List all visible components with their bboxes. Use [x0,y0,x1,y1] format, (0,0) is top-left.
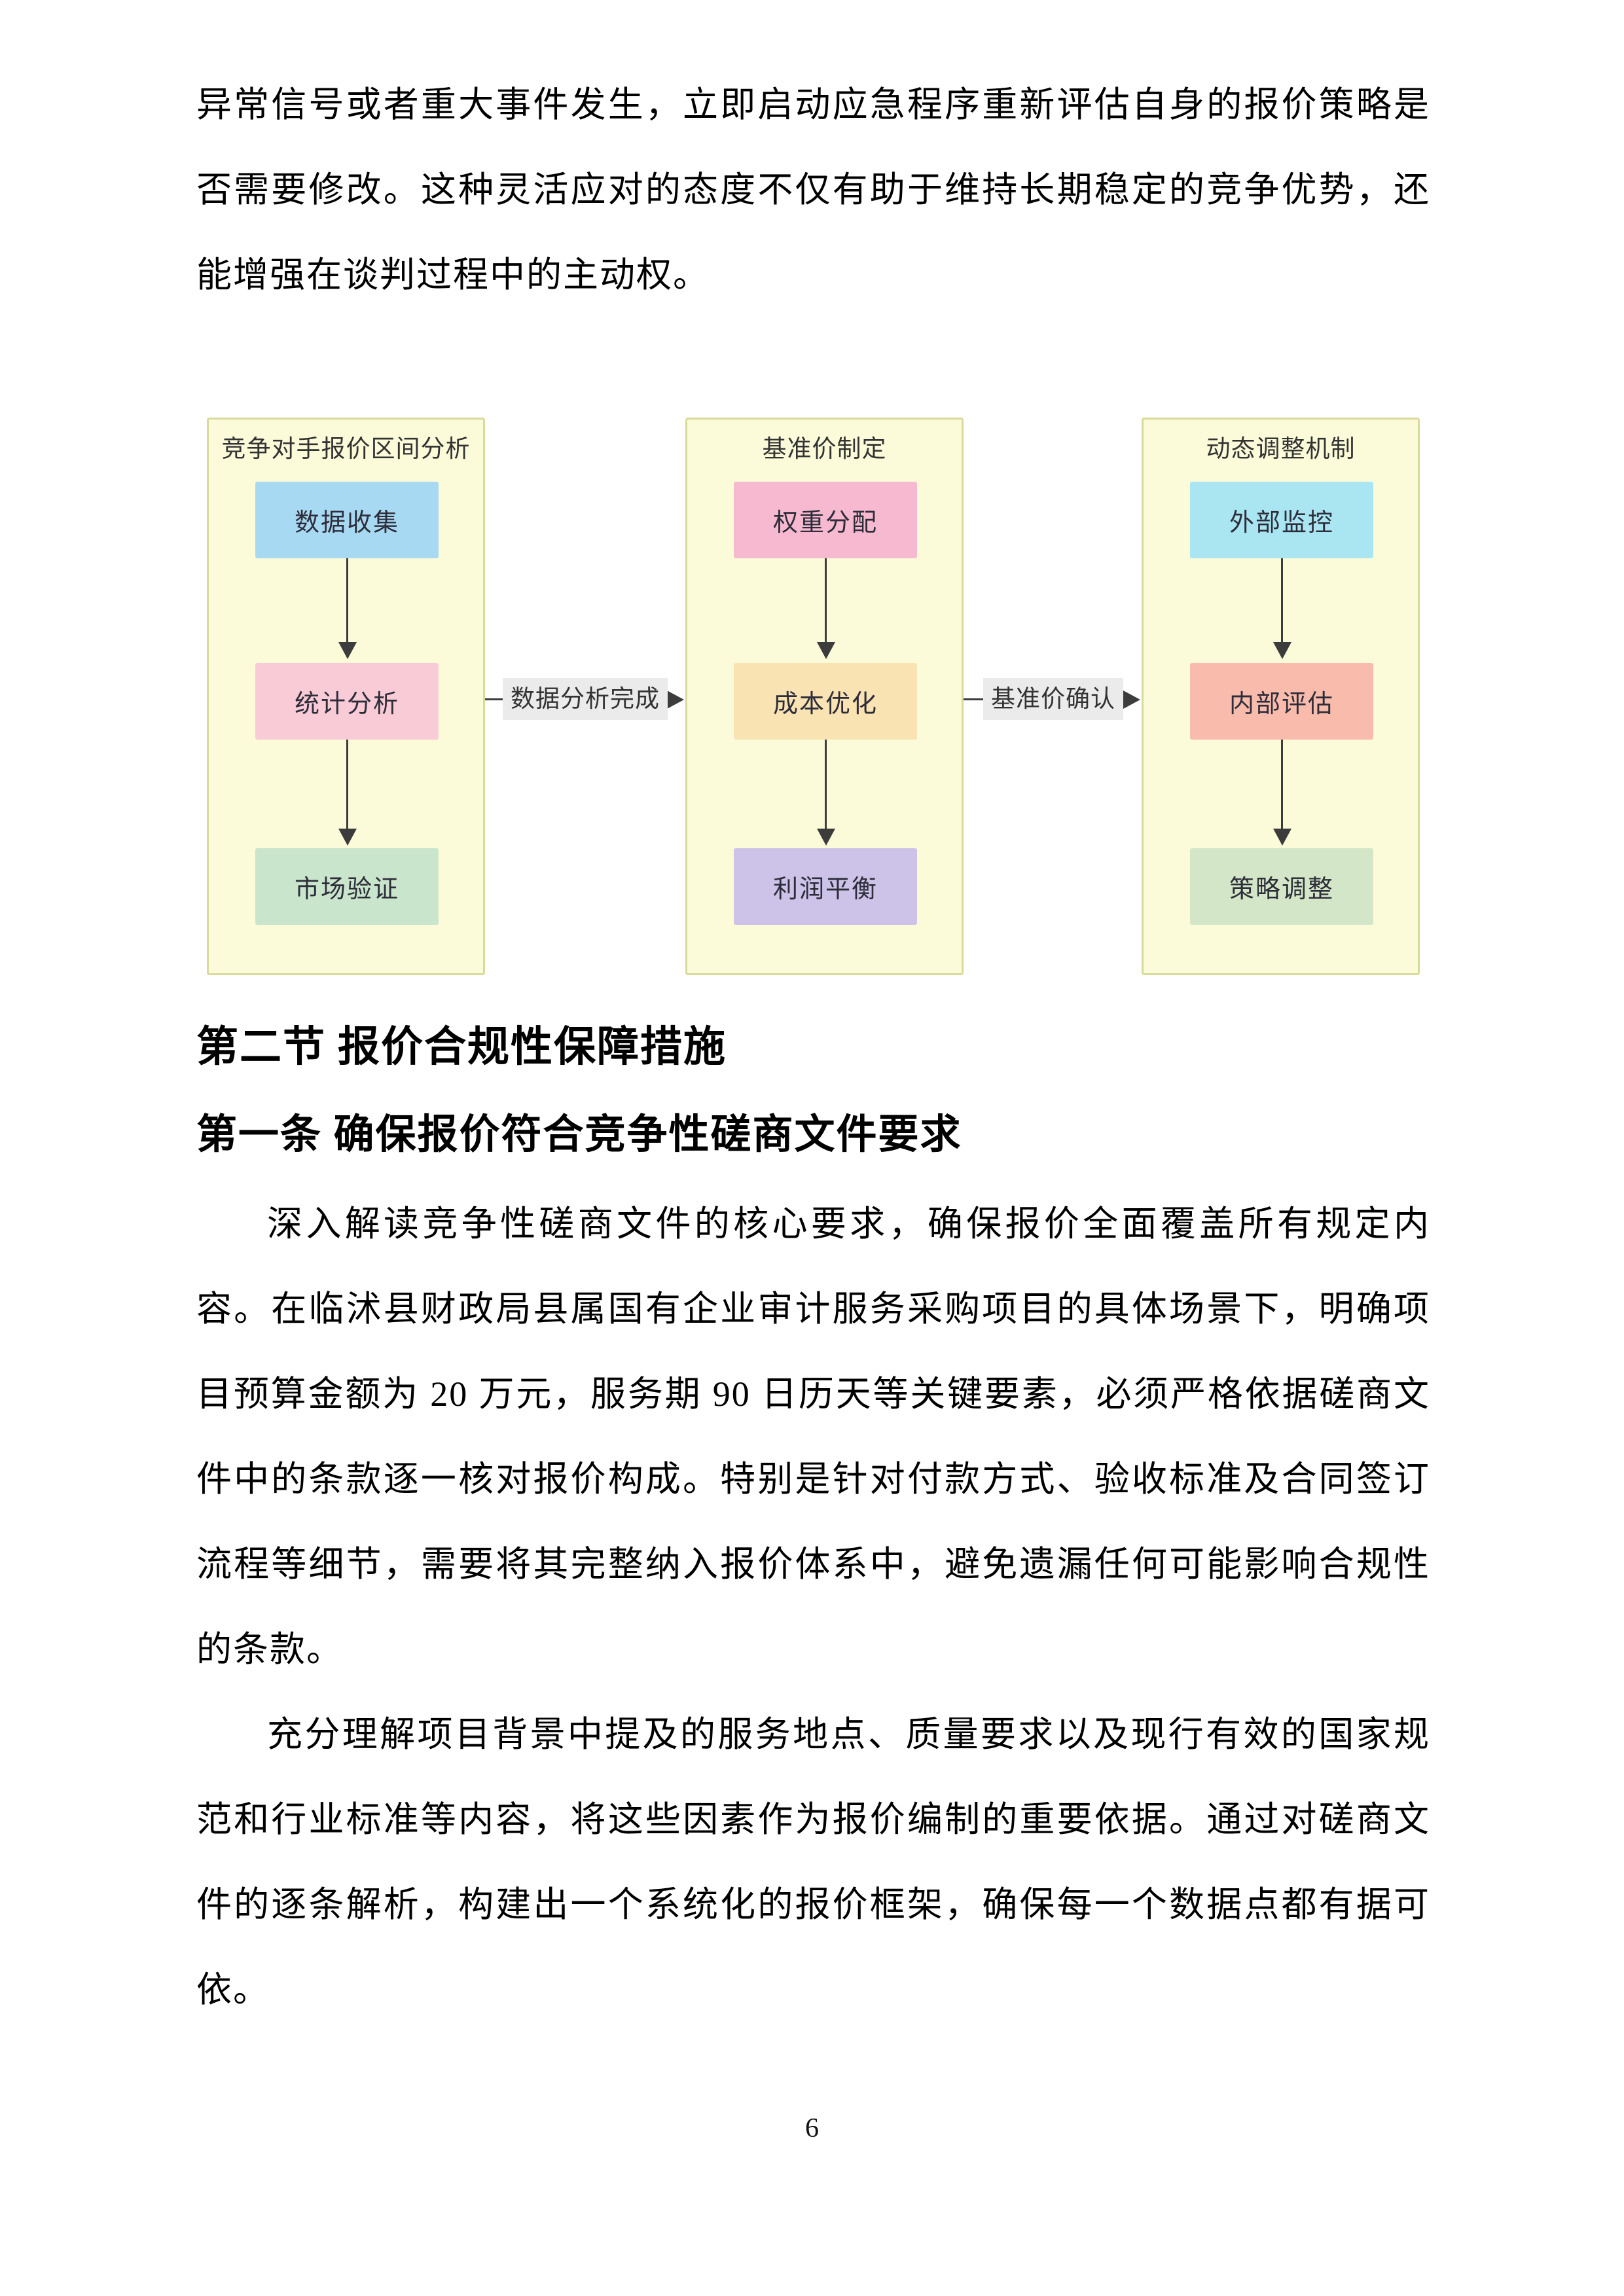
arrow-down-icon [817,829,835,846]
flowchart-group-title: 动态调整机制 [1206,435,1356,462]
flowchart-node-external-monitoring: 外部监控 [1190,482,1373,558]
flowchart-node-strategy-adjustment: 策略调整 [1190,848,1373,925]
arrow-down-icon [338,829,357,846]
body-paragraph-1: 深入解读竞争性磋商文件的核心要求，确保报价全面覆盖所有规定内容。在临沭县财政局县… [196,1204,1430,1669]
arrow-down-line [825,558,827,642]
arrow-down-line [1281,740,1283,829]
flowchart-group-competitor-price-analysis: 竞争对手报价区间分析 数据收集 统计分析 市场验证 [207,418,485,975]
connector-label-benchmark-confirmed: 基准价确认 [983,678,1123,720]
arrow-right-icon [667,691,684,709]
flowchart-node-cost-optimization: 成本优化 [734,663,917,740]
section-heading: 第二节 报价合规性保障措施 [196,1024,727,1070]
flowchart-group-title: 基准价制定 [762,435,887,462]
article-heading: 第一条 确保报价符合竞争性磋商文件要求 [196,1113,962,1157]
flowchart-group-benchmark-price-setting: 基准价制定 权重分配 成本优化 利润平衡 [685,418,964,975]
flowchart-node-data-collection: 数据收集 [255,482,439,558]
arrow-down-icon [817,642,835,659]
connector-label-data-analysis-done: 数据分析完成 [503,678,668,720]
intro-paragraph-block: 异常信号或者重大事件发生，立即启动应急程序重新评估自身的报价策略是否需要修改。这… [196,62,1430,317]
flowchart-node-market-validation: 市场验证 [255,848,439,925]
body-paragraphs-block: 深入解读竞争性磋商文件的核心要求，确保报价全面覆盖所有规定内容。在临沭县财政局县… [196,1181,1430,2032]
arrow-down-line [346,740,348,829]
flowchart-group-dynamic-adjustment: 动态调整机制 外部监控 内部评估 策略调整 [1142,418,1420,975]
arrow-right-icon [1123,691,1140,709]
arrow-down-line [1281,558,1283,642]
flowchart-node-statistical-analysis: 统计分析 [255,663,439,740]
arrow-down-icon [338,642,357,659]
page-number: 6 [805,2113,819,2144]
body-paragraph-2: 充分理解项目背景中提及的服务地点、质量要求以及现行有效的国家规范和行业标准等内容… [196,1715,1430,2009]
flowchart-node-weight-allocation: 权重分配 [734,482,917,558]
pricing-strategy-flowchart: 竞争对手报价区间分析 数据收集 统计分析 市场验证 基准价制定 权重分配 成本优… [207,418,1420,975]
flowchart-group-title: 竞争对手报价区间分析 [221,435,471,462]
arrow-down-line [825,740,827,829]
arrow-down-line [346,558,348,642]
flowchart-node-profit-balance: 利润平衡 [734,848,917,925]
flowchart-node-internal-evaluation: 内部评估 [1190,663,1373,740]
arrow-down-icon [1273,642,1291,659]
intro-paragraph: 异常信号或者重大事件发生，立即启动应急程序重新评估自身的报价策略是否需要修改。这… [196,85,1430,295]
arrow-down-icon [1273,829,1291,846]
